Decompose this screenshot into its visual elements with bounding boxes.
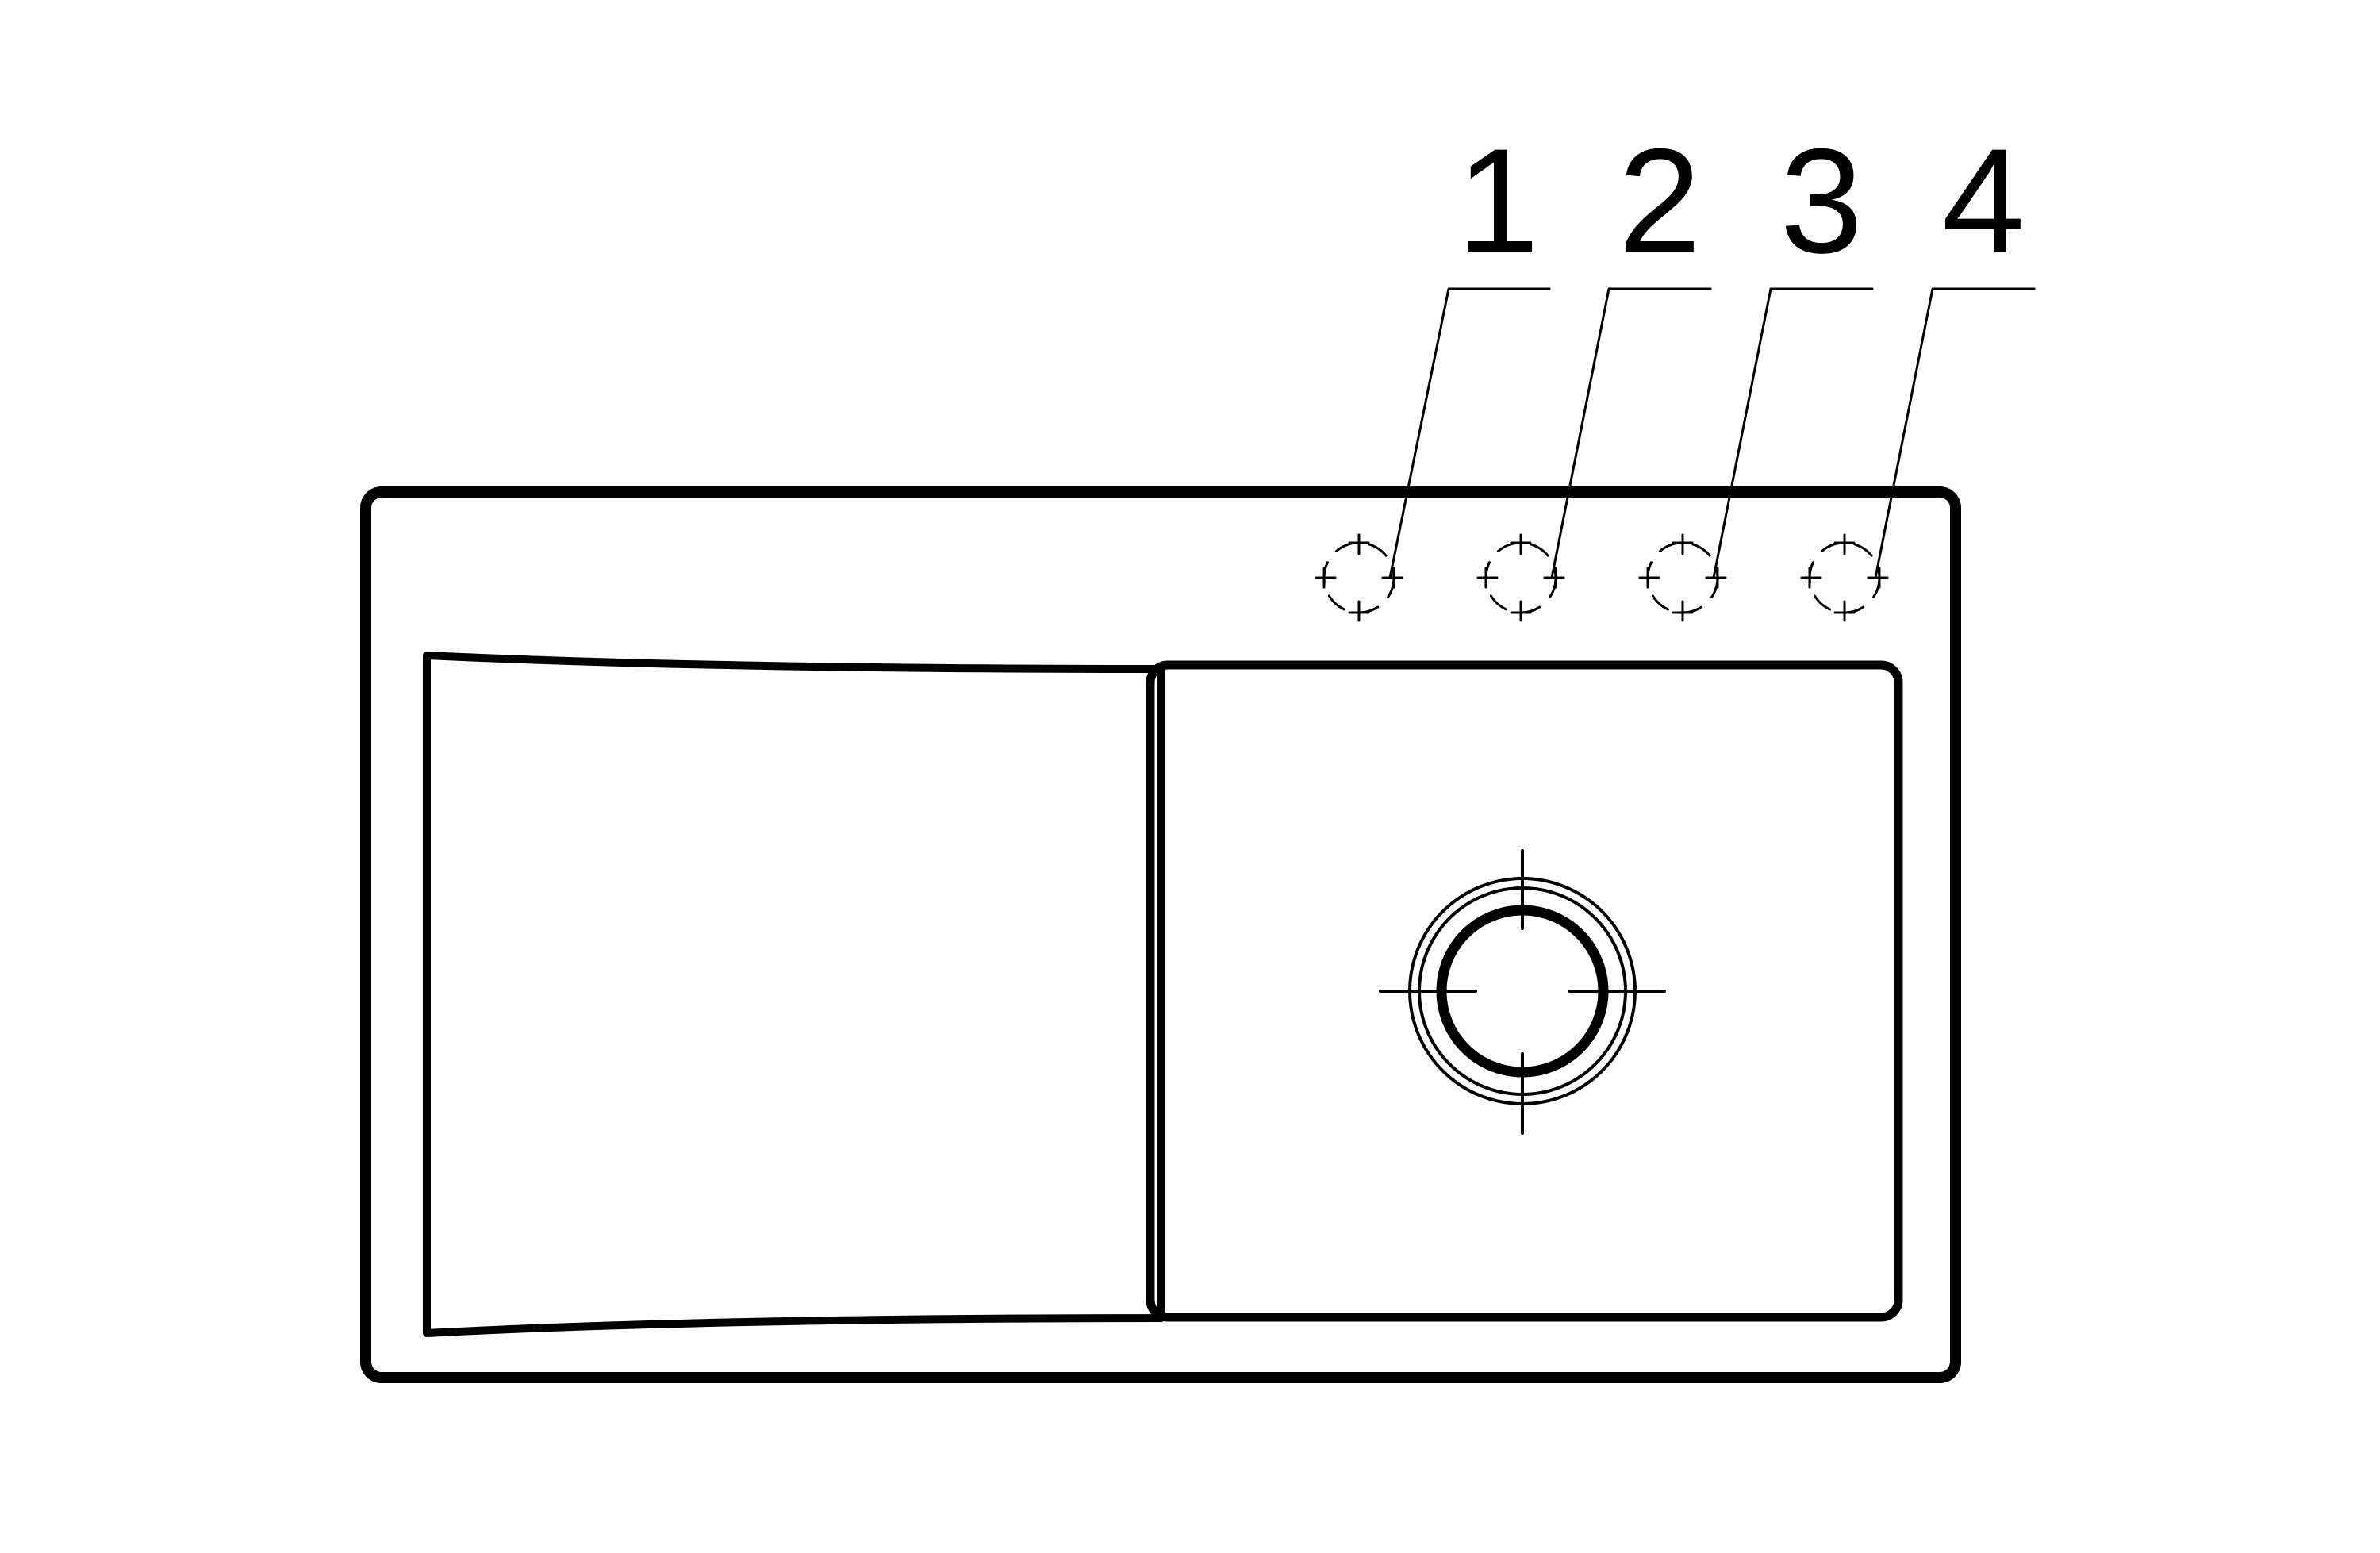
leader-lines bbox=[1388, 287, 2036, 579]
tap-position-label-3: 3 bbox=[1780, 117, 1864, 284]
sink-outer-outline bbox=[360, 486, 1961, 1383]
drain-crosshair-icon bbox=[1379, 849, 1666, 1135]
tap-position-label-2: 2 bbox=[1618, 117, 1702, 284]
tap-hole-2-icon bbox=[1476, 533, 1565, 622]
basin-outline bbox=[1146, 660, 1903, 1322]
tap-hole-3-icon bbox=[1638, 533, 1727, 622]
tap-position-label-1: 1 bbox=[1457, 117, 1540, 284]
tap-position-label-4: 4 bbox=[1942, 117, 2025, 284]
tap-hole-4-icon bbox=[1800, 533, 1889, 622]
drainboard-outline bbox=[423, 652, 1165, 1337]
tap-hole-1-icon bbox=[1315, 533, 1403, 622]
